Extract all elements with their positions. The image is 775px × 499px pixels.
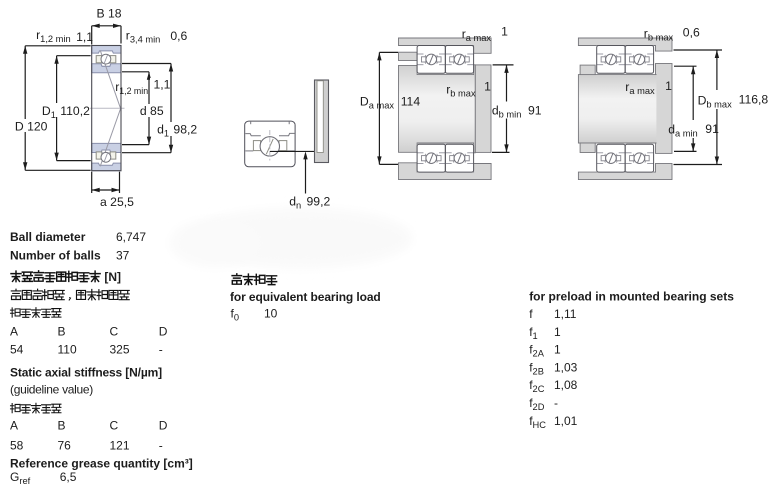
svg-text:B: B [58,325,66,339]
svg-text:-: - [159,343,163,357]
svg-text:1,01: 1,01 [554,414,578,428]
svg-text:Static axial stiffness [N/µm]: Static axial stiffness [N/µm] [10,366,162,380]
svg-text:f: f [529,307,533,321]
svg-text:110: 110 [58,343,77,357]
svg-text:0,6: 0,6 [170,29,187,43]
svg-text:325: 325 [110,343,130,357]
svg-text:1,03: 1,03 [554,360,578,374]
svg-text:76: 76 [58,439,72,453]
svg-text:A: A [10,419,18,433]
svg-text:f1: f1 [529,325,538,341]
svg-text:54: 54 [10,343,24,357]
svg-text:d 85: d 85 [140,104,164,118]
svg-text:91: 91 [528,104,542,118]
svg-text:114: 114 [401,95,421,109]
svg-text:0,6: 0,6 [683,26,700,40]
svg-text:D1 110,2: D1 110,2 [42,104,90,120]
svg-text:37: 37 [116,249,130,263]
svg-text:-: - [554,396,558,410]
svg-text:[N]: [N] [104,270,121,284]
svg-text:C: C [110,419,119,433]
svg-text:58: 58 [10,439,24,453]
svg-text:Number of balls: Number of balls [10,249,101,263]
svg-text:for preload in mounted bearing: for preload in mounted bearing sets [529,290,734,304]
svg-text:d1 98,2: d1 98,2 [157,122,197,138]
svg-text:a 25,5: a 25,5 [100,195,134,209]
svg-text:D: D [159,419,168,433]
svg-text:B: B [58,419,66,433]
svg-text:Reference grease quantity [cm³: Reference grease quantity [cm³] [10,457,193,471]
svg-text:1,08: 1,08 [554,378,578,392]
svg-text:Ball diameter: Ball diameter [10,230,86,244]
svg-text:f0: f0 [231,307,240,323]
svg-text:10: 10 [264,307,278,321]
svg-text:1,11: 1,11 [554,307,577,321]
svg-text:1,1: 1,1 [76,30,93,44]
svg-text:D 120: D 120 [15,119,48,133]
svg-text:1,1: 1,1 [154,78,171,92]
svg-text:6,747: 6,747 [116,230,146,244]
svg-text:1: 1 [501,25,508,39]
svg-text:91: 91 [705,122,719,136]
svg-text:D: D [159,325,168,339]
svg-text:1: 1 [554,325,561,339]
svg-text:dn 99,2: dn 99,2 [289,194,330,210]
svg-text:A: A [10,325,18,339]
svg-text:1: 1 [665,79,672,93]
svg-text:1: 1 [554,343,561,357]
svg-text:116,8: 116,8 [739,93,769,107]
svg-text:(guideline value): (guideline value) [10,383,93,397]
svg-text:6,5: 6,5 [60,470,77,484]
svg-text:B 18: B 18 [97,7,122,21]
svg-text:for equivalent bearing load: for equivalent bearing load [230,290,381,304]
svg-text:-: - [159,439,163,453]
svg-text:121: 121 [110,439,130,453]
svg-text:1: 1 [484,80,491,94]
svg-text:C: C [110,325,119,339]
